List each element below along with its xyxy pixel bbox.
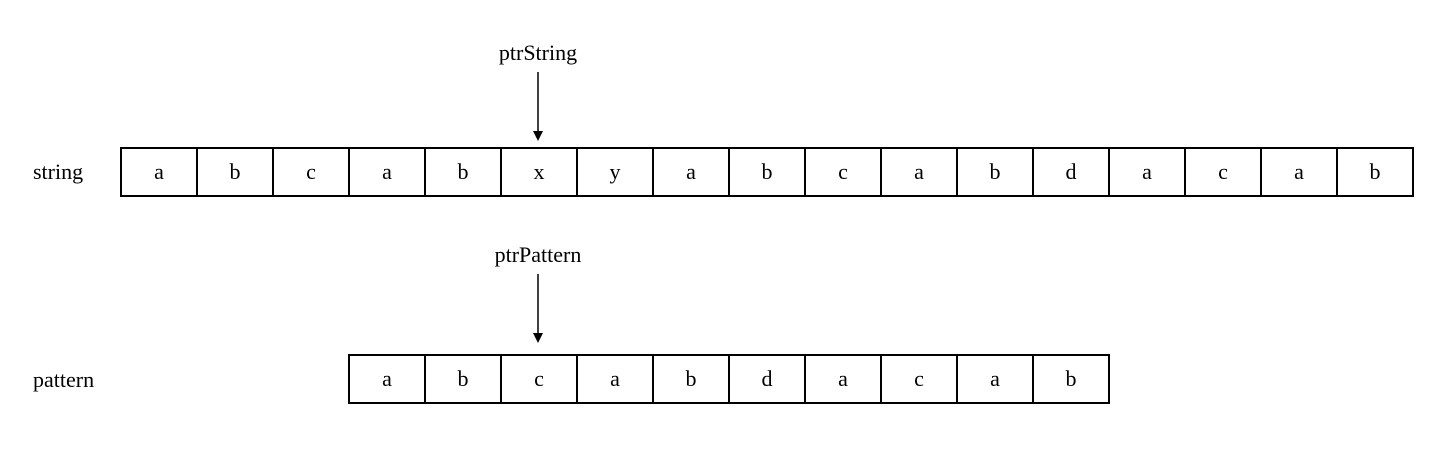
array-cell: b <box>1034 356 1110 402</box>
array-cell: c <box>882 356 958 402</box>
ptr-pattern-label: ptrPattern <box>494 242 582 267</box>
down-arrow-icon <box>533 72 543 141</box>
array-cell: c <box>274 149 350 195</box>
array-cell: b <box>426 149 502 195</box>
array-cell: x <box>502 149 578 195</box>
array-cell: b <box>654 356 730 402</box>
array-cell: c <box>806 149 882 195</box>
array-cell: a <box>578 356 654 402</box>
ptr-pattern-pointer: ptrPattern <box>478 242 598 344</box>
array-cell: a <box>350 356 426 402</box>
array-cell: a <box>806 356 882 402</box>
array-cell: d <box>1034 149 1110 195</box>
array-cell: a <box>882 149 958 195</box>
array-cell: b <box>958 149 1034 195</box>
array-cell: b <box>426 356 502 402</box>
array-cell: a <box>654 149 730 195</box>
ptr-string-label: ptrString <box>498 40 578 65</box>
string-row-label: string <box>33 159 84 184</box>
array-cell: a <box>1262 149 1338 195</box>
pattern-row-label: pattern <box>33 367 95 392</box>
array-cell: y <box>578 149 654 195</box>
array-cell: a <box>958 356 1034 402</box>
array-cell: b <box>730 149 806 195</box>
array-cell: a <box>350 149 426 195</box>
array-cell: a <box>122 149 198 195</box>
array-cell: d <box>730 356 806 402</box>
array-cell: b <box>198 149 274 195</box>
down-arrow-icon <box>533 274 543 343</box>
array-cell: c <box>1186 149 1262 195</box>
array-cell: a <box>1110 149 1186 195</box>
array-cell: b <box>1338 149 1414 195</box>
array-cell: c <box>502 356 578 402</box>
ptr-string-pointer: ptrString <box>478 40 598 142</box>
